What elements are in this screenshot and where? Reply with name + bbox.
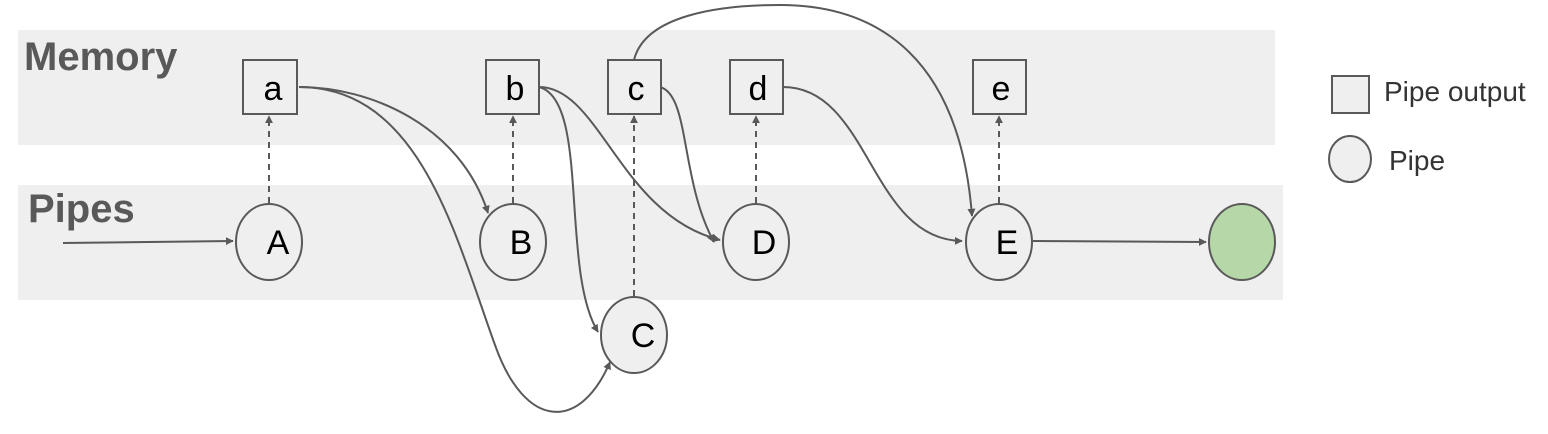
pipe-node-A-label: A — [267, 224, 290, 262]
edge-b-to-D — [538, 86, 721, 243]
edge-c-to-D — [659, 86, 715, 243]
edge-c-to-E — [633, 3, 976, 217]
memory-node-e: e — [972, 59, 1027, 115]
legend: Pipe output Pipe — [1328, 75, 1526, 183]
pipes-section-title: Pipes — [28, 187, 135, 231]
legend-pipe-output-swatch — [1331, 75, 1370, 114]
edge-b-to-C — [538, 86, 599, 333]
pipe-node-D: D — [722, 203, 790, 281]
memory-node-c: c — [607, 59, 662, 115]
memory-node-d-label: d — [749, 70, 768, 108]
legend-pipe-swatch — [1328, 135, 1372, 183]
pipe-node-D-label: D — [752, 224, 777, 262]
edge-d-to-E — [782, 86, 963, 245]
memory-section-title: Memory — [24, 35, 178, 79]
pipe-node-B-label: B — [510, 224, 533, 262]
edge-E-to-sink — [1032, 237, 1207, 246]
pipe-node-B: B — [479, 203, 547, 281]
pipe-node-C-label: C — [631, 317, 656, 355]
pipe-node-C: C — [600, 296, 668, 374]
pipe-node-E-label: E — [996, 224, 1019, 262]
pipe-node-E: E — [965, 203, 1033, 281]
pipe-node-A: A — [235, 203, 303, 281]
memory-node-a: a — [242, 59, 298, 115]
pipes-band — [18, 185, 1283, 300]
sink-node — [1208, 203, 1276, 281]
legend-pipe-output-label: Pipe output — [1384, 76, 1526, 107]
memory-node-b: b — [485, 59, 540, 115]
memory-node-e-label: e — [992, 70, 1011, 108]
edge-input-to-A — [62, 237, 234, 246]
memory-node-d: d — [729, 59, 784, 115]
legend-pipe-label: Pipe — [1389, 145, 1445, 176]
edge-a-to-C — [298, 86, 611, 413]
memory-node-c-label: c — [628, 70, 645, 108]
memory-node-b-label: b — [506, 70, 525, 108]
memory-node-a-label: a — [264, 70, 283, 108]
